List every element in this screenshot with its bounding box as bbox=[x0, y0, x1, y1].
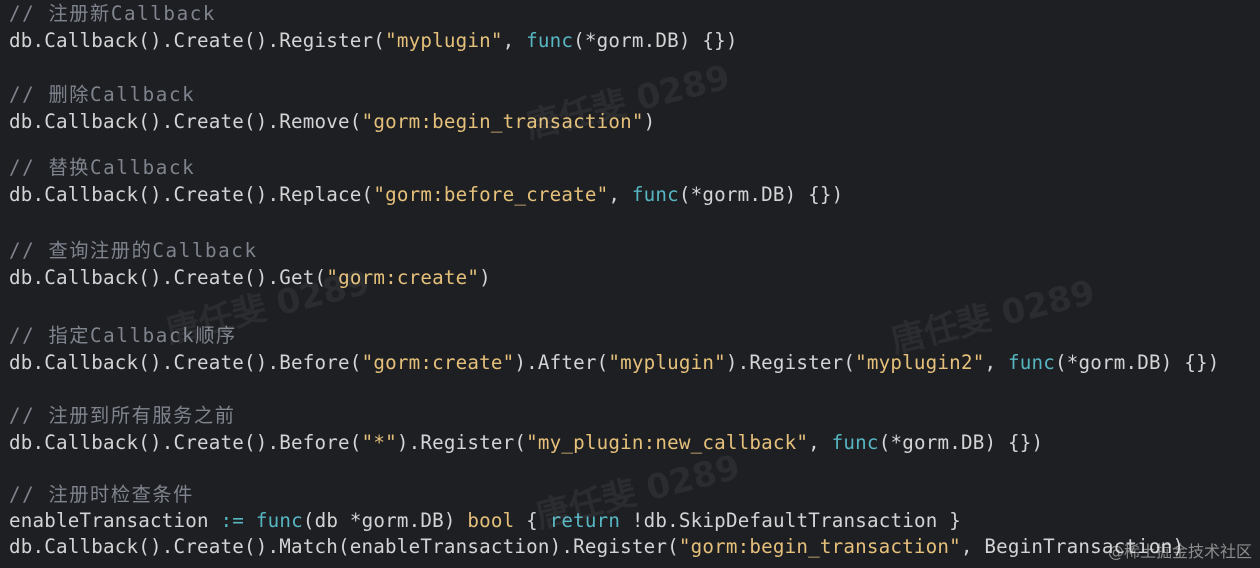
code-token: ) bbox=[479, 266, 491, 289]
code-line: db.Callback().Create().Match(enableTrans… bbox=[9, 534, 1184, 560]
code-line: db.Callback().Create().Replace("gorm:bef… bbox=[9, 182, 843, 208]
code-token: , bbox=[502, 29, 527, 52]
code-line: db.Callback().Create().Remove("gorm:begi… bbox=[9, 109, 655, 135]
keyword-token: return bbox=[549, 509, 621, 532]
code-comment: // 注册时检查条件 bbox=[9, 483, 194, 506]
string-token: "myplugin" bbox=[608, 351, 726, 374]
string-token: "myplugin" bbox=[385, 29, 503, 52]
code-token bbox=[244, 509, 256, 532]
code-token: { bbox=[514, 509, 550, 532]
code-token: db.Callback().Create().Get( bbox=[9, 266, 327, 289]
string-token: "gorm:before_create" bbox=[373, 183, 609, 206]
code-token: db.Callback().Create().Before( bbox=[9, 351, 362, 374]
keyword-token: func bbox=[631, 183, 679, 206]
string-token: "gorm:begin_transaction" bbox=[361, 110, 644, 133]
code-comment: // 替换Callback bbox=[9, 156, 196, 179]
code-token: (*gorm.DB) {}) bbox=[573, 29, 738, 52]
code-token: db.Callback().Create().Before( bbox=[9, 431, 362, 454]
code-token: (*gorm.DB) {}) bbox=[878, 431, 1044, 454]
string-token: "gorm:begin_transaction" bbox=[678, 535, 961, 558]
keyword-token: func bbox=[526, 29, 574, 52]
code-token: db.Callback().Create().Remove( bbox=[9, 110, 362, 133]
code-token: enableTransaction bbox=[9, 509, 221, 532]
code-token: , BeginTransaction) bbox=[960, 535, 1185, 558]
code-token: , bbox=[808, 431, 832, 454]
string-token: "*" bbox=[361, 431, 397, 454]
code-token: , bbox=[608, 183, 632, 206]
code-line: db.Callback().Create().Register("myplugi… bbox=[9, 28, 738, 54]
code-token: , bbox=[984, 351, 1008, 374]
code-token: ).Register( bbox=[396, 431, 527, 454]
string-token: "my_plugin:new_callback" bbox=[526, 431, 809, 454]
code-comment: // 查询注册的Callback bbox=[9, 239, 258, 262]
code-line: db.Callback().Create().Before("gorm:crea… bbox=[9, 350, 1220, 376]
code-line: db.Callback().Create().Get("gorm:create"… bbox=[9, 265, 491, 291]
code-comment: // 注册到所有服务之前 bbox=[9, 404, 236, 427]
string-token: "gorm:create" bbox=[361, 351, 515, 374]
code-token: ).Register( bbox=[725, 351, 856, 374]
code-token: !db.SkipDefaultTransaction } bbox=[620, 509, 961, 532]
code-comment: // 指定Callback顺序 bbox=[9, 324, 237, 347]
string-token: "gorm:create" bbox=[326, 266, 480, 289]
keyword-token: func bbox=[1007, 351, 1055, 374]
code-token: ).After( bbox=[514, 351, 609, 374]
keyword-token: func bbox=[831, 431, 879, 454]
code-line: enableTransaction := func(db *gorm.DB) b… bbox=[9, 508, 961, 534]
code-line: db.Callback().Create().Before("*").Regis… bbox=[9, 430, 1043, 456]
code-token: db.Callback().Create().Replace( bbox=[9, 183, 374, 206]
corner-watermark: @稀土掘金技术社区 bbox=[1107, 542, 1252, 561]
code-token: (*gorm.DB) {}) bbox=[1054, 351, 1220, 374]
code-token: db.Callback().Create().Register( bbox=[9, 29, 386, 52]
code-token: ) bbox=[643, 110, 656, 133]
code-comment: // 注册新Callback bbox=[9, 2, 217, 25]
operator-token: := bbox=[220, 509, 245, 532]
code-token: (*gorm.DB) {}) bbox=[678, 183, 844, 206]
keyword-token: func bbox=[255, 509, 303, 532]
string-token: "myplugin2" bbox=[855, 351, 985, 374]
code-token: db.Callback().Create().Match(enableTrans… bbox=[9, 535, 679, 558]
code-comment: // 删除Callback bbox=[9, 83, 196, 106]
keyword-token: bool bbox=[467, 509, 515, 532]
code-token: (db *gorm.DB) bbox=[302, 509, 468, 532]
